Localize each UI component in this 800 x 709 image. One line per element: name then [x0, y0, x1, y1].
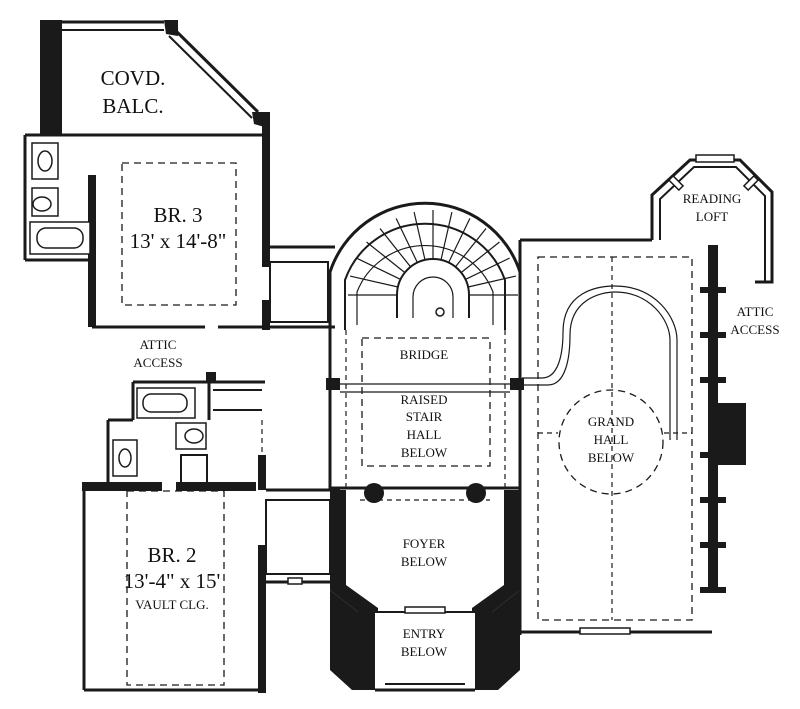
bedroom-2-name: BR. 2 [147, 543, 196, 567]
reading-loft [650, 154, 774, 284]
attic-access-left-line2: ACCESS [133, 355, 182, 370]
window-mullion [700, 332, 726, 338]
grand-hall [518, 238, 746, 635]
bedroom-3-label: BR. 3 13' x 14'-8" [130, 203, 227, 253]
bridge-label: BRIDGE [400, 347, 448, 362]
raised-stair-hall-line4: BELOW [401, 445, 448, 460]
window-mullion [700, 587, 726, 593]
stair-tread [448, 218, 471, 263]
bath-2-fixtures [112, 387, 208, 484]
reading-loft-label: READING LOFT [683, 191, 742, 224]
window-mullion [700, 542, 726, 548]
window-mullion [700, 377, 726, 383]
stair-tread [467, 275, 517, 288]
covered-balcony-label-line1: COVD. [101, 66, 166, 90]
entry-label-line2: BELOW [401, 644, 448, 659]
bedroom-2-note: VAULT CLG. [135, 597, 208, 612]
reading-loft-line1: READING [683, 191, 742, 206]
stair-tread [413, 211, 426, 261]
reading-loft-line2: LOFT [696, 209, 729, 224]
covered-balcony-label: COVD. BALC. [101, 66, 166, 118]
attic-access-right-line2: ACCESS [730, 322, 779, 337]
raised-stair-hall-line1: RAISED [401, 392, 448, 407]
bedroom-2-walls [82, 380, 266, 693]
stair-tread [440, 211, 453, 261]
stair-tread [366, 241, 406, 274]
foyer-label-line2: BELOW [401, 554, 448, 569]
bedroom-2-size: 13'-4" x 15' [124, 569, 221, 593]
stair-tread [454, 228, 487, 268]
bedroom-3-size: 13' x 14'-8" [130, 229, 227, 253]
attic-access-left-line1: ATTIC [140, 337, 177, 352]
grand-hall-label: GRAND HALL BELOW [588, 414, 635, 465]
attic-access-right-line1: ATTIC [737, 304, 774, 319]
left-hallway [206, 245, 335, 382]
window-mullion [700, 497, 726, 503]
bedroom-2-label: BR. 2 13'-4" x 15' VAULT CLG. [124, 543, 221, 612]
stair-tread [349, 275, 399, 288]
spiral-stair [328, 201, 522, 330]
raised-stair-hall-line3: HALL [407, 427, 442, 442]
entry-label: ENTRY BELOW [401, 626, 448, 659]
bath-3-fixtures [29, 142, 91, 255]
raised-stair-hall-line2: STAIR [406, 409, 443, 424]
bedroom-3-name: BR. 3 [153, 203, 202, 227]
bedroom-3-walls [23, 112, 270, 330]
foyer-label: FOYER BELOW [401, 536, 448, 569]
attic-access-right-label: ATTIC ACCESS [730, 304, 779, 337]
grand-hall-line2: HALL [594, 432, 629, 447]
right-of-bedroom-2 [265, 488, 340, 585]
covered-balcony-label-line2: BALC. [102, 94, 163, 118]
grand-hall-line1: GRAND [588, 414, 634, 429]
window-mullion [700, 452, 726, 458]
stair-tread [465, 257, 510, 280]
foyer-and-entry [330, 490, 520, 692]
entry-label-line1: ENTRY [403, 626, 446, 641]
grand-hall-line3: BELOW [588, 450, 635, 465]
window-mullion [700, 287, 726, 293]
raised-stair-hall-label: RAISED STAIR HALL BELOW [401, 392, 448, 460]
stair-tread [379, 228, 412, 268]
covered-balcony [40, 20, 268, 135]
foyer-label-line1: FOYER [403, 536, 446, 551]
attic-access-left-label: ATTIC ACCESS [133, 337, 182, 370]
stair-tread [460, 241, 500, 274]
stair-tread [395, 218, 418, 263]
stair-tread [356, 257, 401, 280]
